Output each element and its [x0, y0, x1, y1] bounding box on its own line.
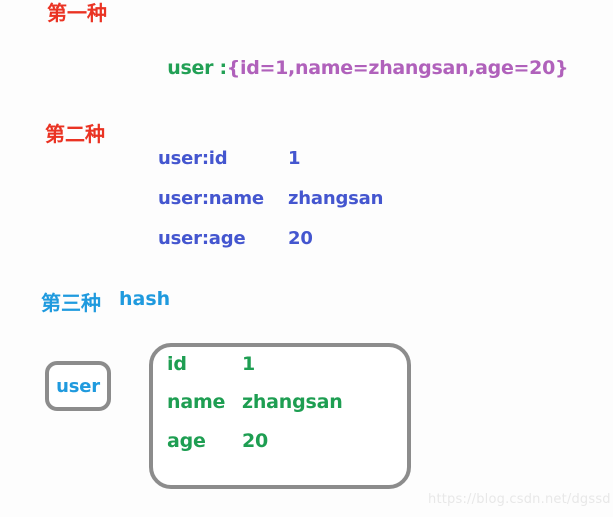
section-3-row-value-2: 20 — [242, 430, 269, 452]
section-3-row-key-0: id — [167, 353, 187, 375]
hash-key-box: user — [45, 361, 111, 411]
section-3-row-value-1: zhangsan — [242, 391, 343, 413]
section-1-value: {id=1,name=zhangsan,age=20} — [226, 57, 569, 79]
section-2-row-value-2: 20 — [288, 228, 313, 249]
section-1-heading: 第一种 — [47, 1, 107, 25]
section-2-row-key-1: user:name — [158, 188, 264, 209]
section-2-row-value-1: zhangsan — [288, 188, 384, 209]
hash-key-box-label: user — [56, 375, 100, 397]
section-3-row-key-1: name — [167, 391, 226, 413]
section-2-row-key-0: user:id — [158, 148, 228, 169]
section-3-row-value-0: 1 — [242, 353, 256, 375]
section-2-row-value-0: 1 — [288, 148, 301, 169]
section-3-heading: 第三种 — [41, 291, 101, 315]
section-3-subheading: hash — [119, 288, 171, 310]
hash-fields-box — [149, 343, 411, 489]
section-1-key: user : — [167, 57, 227, 79]
section-1-string-line: user :{id=1,name=zhangsan,age=20} — [142, 35, 568, 101]
section-3-row-key-2: age — [167, 430, 206, 452]
section-2-heading: 第二种 — [45, 122, 105, 146]
watermark: https://blog.csdn.net/dgssd — [428, 492, 611, 507]
section-2-row-key-2: user:age — [158, 228, 246, 249]
